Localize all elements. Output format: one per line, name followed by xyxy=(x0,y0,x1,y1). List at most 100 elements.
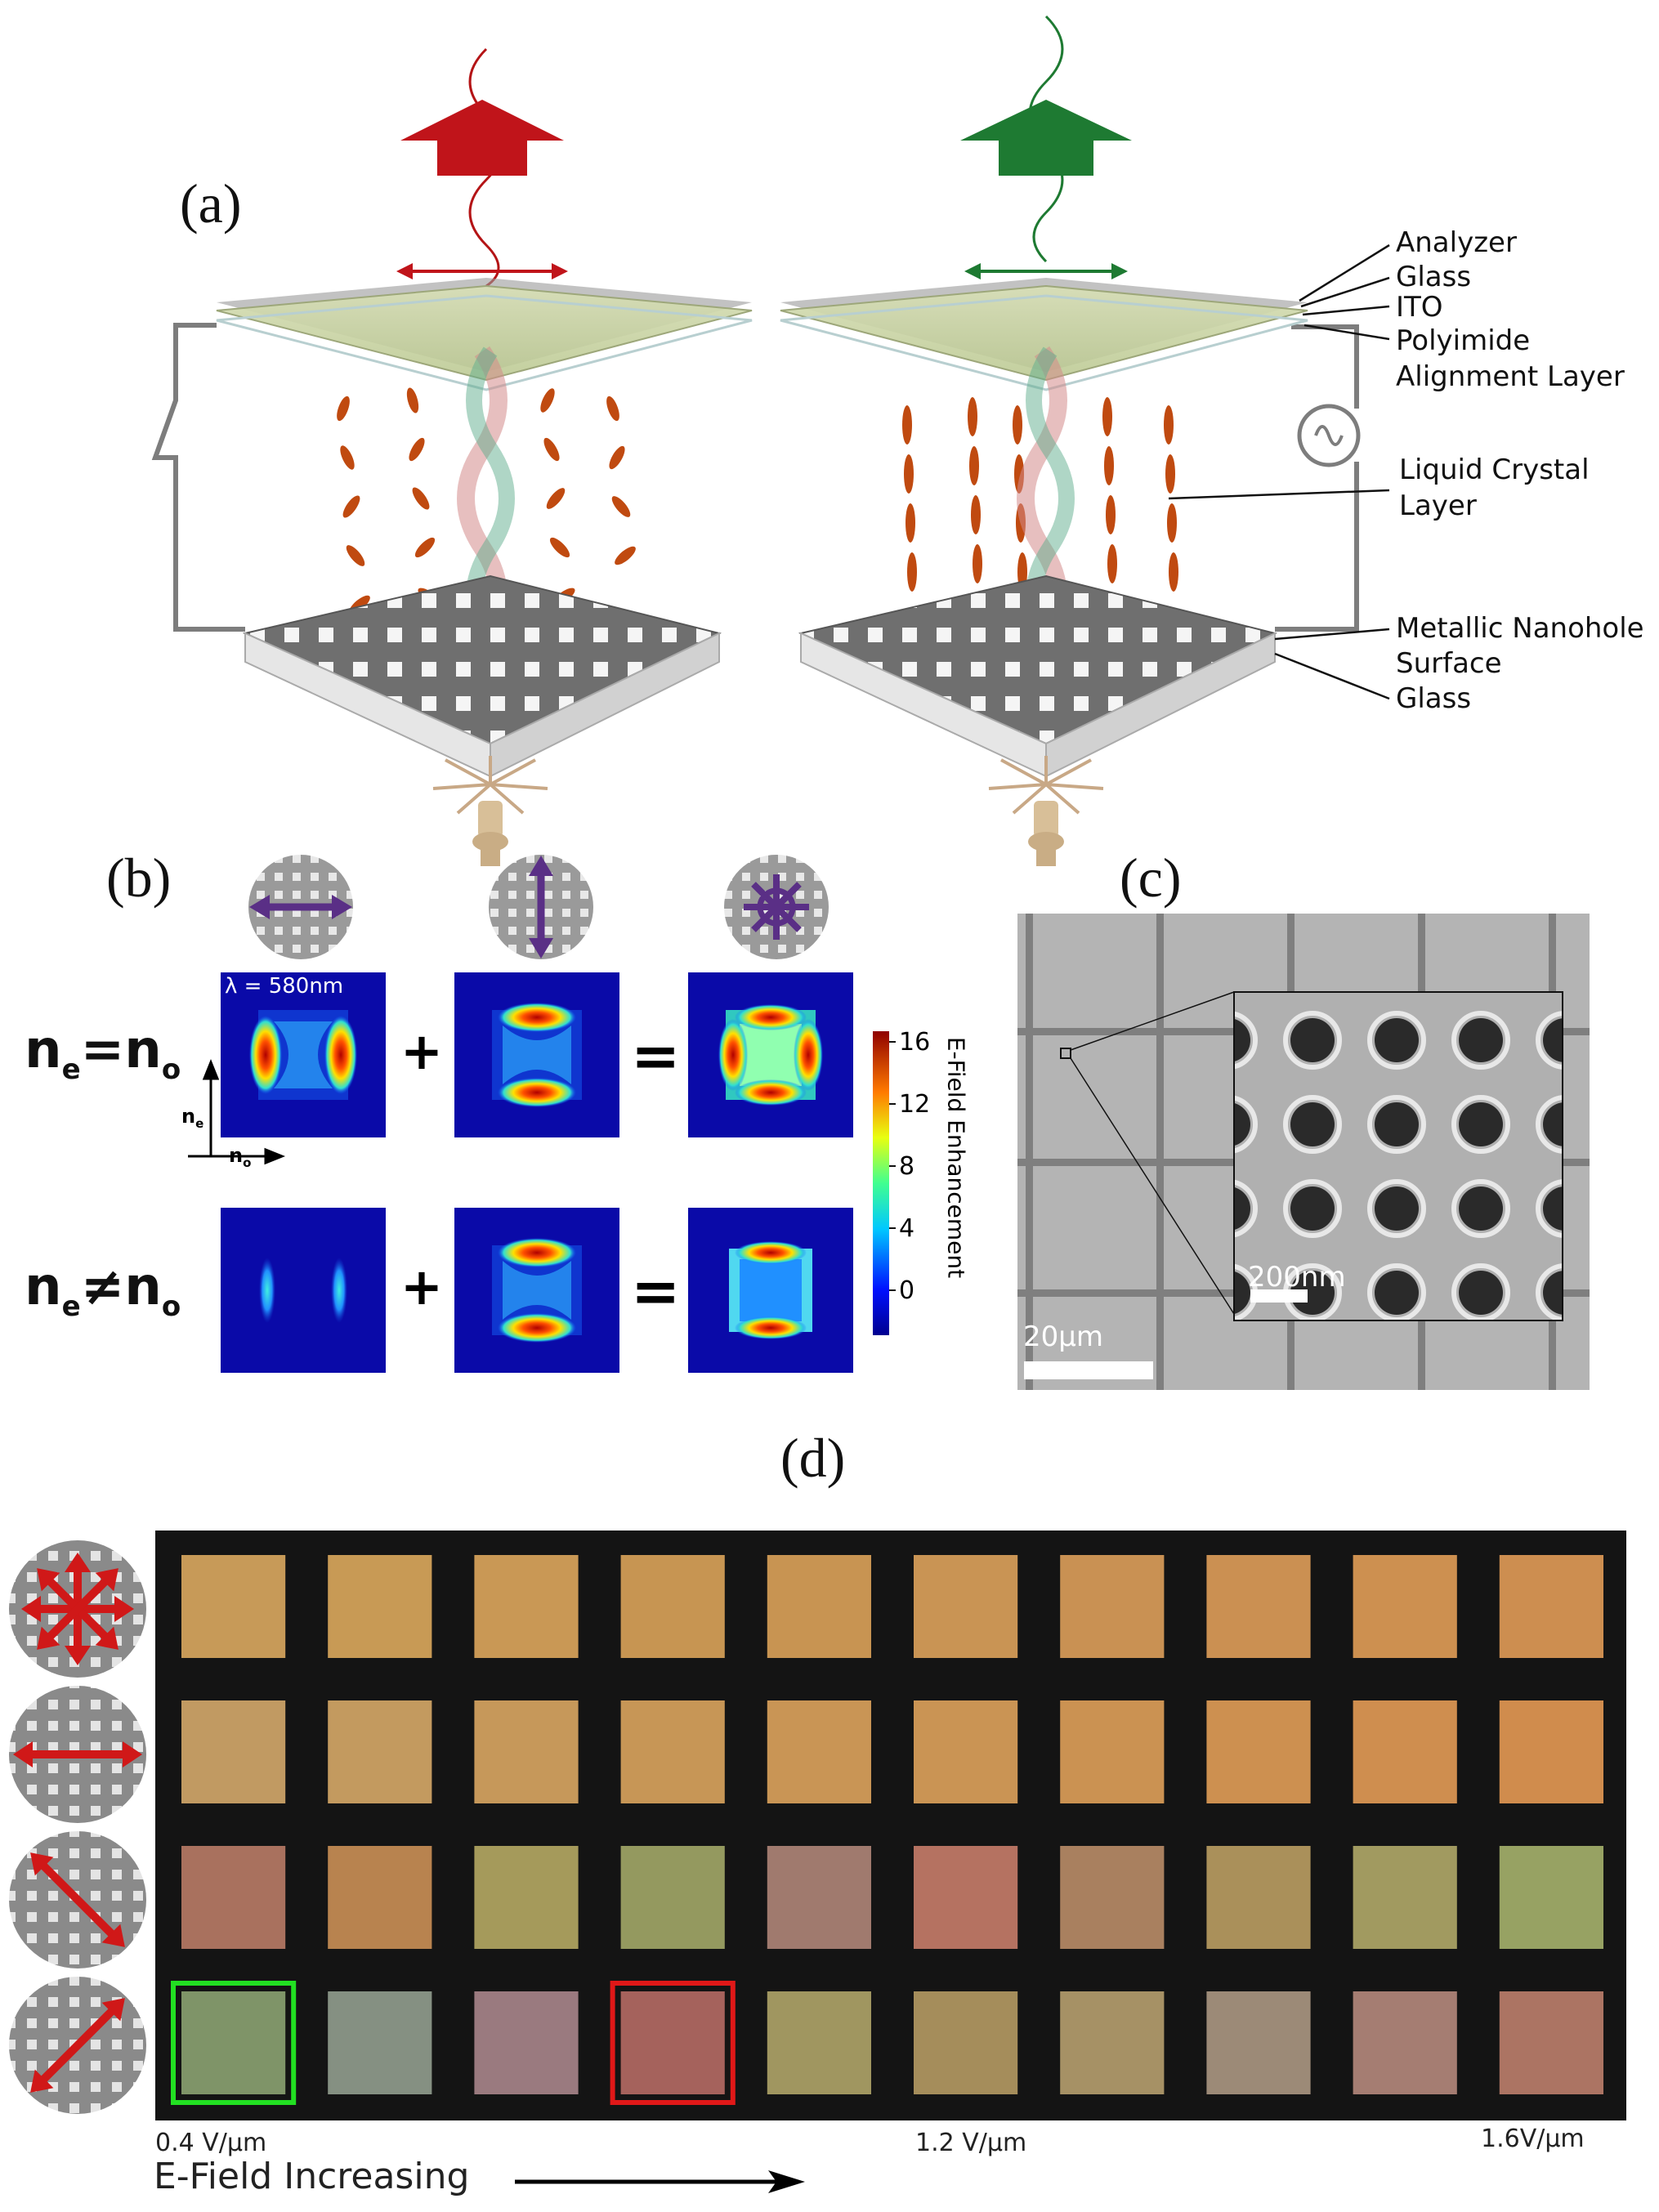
panel-d xyxy=(0,1524,1659,2129)
color-tile xyxy=(1353,1991,1457,2094)
row1-n2: n xyxy=(124,1020,162,1080)
color-tile xyxy=(914,1846,1018,1949)
map-r2-vertical xyxy=(454,1208,619,1373)
voltage-label-mid: 1.2 V/μm xyxy=(915,2129,1027,2157)
layer-leader-lines xyxy=(1168,244,1390,700)
e-field-arrow-icon xyxy=(515,2170,805,2193)
row2-n2: n xyxy=(124,1257,162,1317)
color-tile xyxy=(1060,1555,1165,1658)
color-tile xyxy=(620,1555,725,1658)
color-tile xyxy=(1060,1991,1165,2094)
color-tile xyxy=(620,1846,725,1949)
color-tile xyxy=(767,1555,871,1658)
map-r1-vertical xyxy=(454,972,619,1137)
pol-icon-vertical xyxy=(489,855,593,959)
polarization-icon xyxy=(9,1540,146,1678)
panel-label-c: (c) xyxy=(1120,847,1182,909)
panel-d-tiles xyxy=(9,1531,1626,2120)
equals-row2: = xyxy=(631,1257,681,1325)
color-tile xyxy=(328,1991,432,2094)
equals-row1: = xyxy=(631,1021,681,1090)
label-ito: ITO xyxy=(1396,291,1443,324)
color-tile xyxy=(767,1846,871,1949)
color-tile xyxy=(620,1700,725,1803)
panel-label-a: (a) xyxy=(180,172,242,235)
label-analyzer: Analyzer xyxy=(1396,226,1517,259)
color-tile xyxy=(1353,1555,1457,1658)
color-tile xyxy=(474,1555,579,1658)
colorbar-tick-16: 16 xyxy=(899,1028,931,1057)
color-tile xyxy=(328,1846,432,1949)
colorbar xyxy=(873,1031,889,1335)
tile-highlight xyxy=(171,1981,297,2105)
color-tile xyxy=(1499,1555,1603,1658)
scale-main-text: 20μm xyxy=(1023,1320,1104,1353)
row1-equals: = xyxy=(80,1020,125,1080)
axis-ne-sub: e xyxy=(195,1115,204,1131)
left-wave xyxy=(468,47,504,288)
ne-no-axes xyxy=(188,1058,286,1165)
axis-ne: ne xyxy=(181,1105,203,1131)
label-lc-layer: Layer xyxy=(1399,489,1477,522)
color-tile xyxy=(767,1700,871,1803)
label-surface: Surface xyxy=(1396,647,1502,680)
sem-inset xyxy=(1233,991,1563,1321)
row1-e-sub: e xyxy=(61,1052,81,1086)
label-alignment-layer: Alignment Layer xyxy=(1396,360,1625,393)
label-polyimide: Polyimide xyxy=(1396,324,1531,357)
colorbar-title: E-Field Enhancement xyxy=(942,1036,970,1279)
polarization-icon xyxy=(9,1831,146,1968)
label-glass-top: Glass xyxy=(1396,261,1472,293)
left-output-arrow xyxy=(400,100,564,176)
colorbar-tick-0: 0 xyxy=(899,1276,915,1305)
tile-highlight xyxy=(610,1981,736,2105)
left-circuit-wire xyxy=(151,323,245,632)
color-tile xyxy=(1206,1846,1311,1949)
sem-grid xyxy=(1017,914,1590,1390)
row2-n: n xyxy=(25,1257,62,1317)
axis-no-sub: o xyxy=(243,1155,252,1170)
color-tile xyxy=(1060,1846,1165,1949)
color-tile xyxy=(1060,1700,1165,1803)
pol-icon-all xyxy=(724,855,829,959)
row1-n: n xyxy=(25,1020,62,1080)
color-tile xyxy=(1499,1991,1603,2094)
scale-inset-text: 200nm xyxy=(1248,1261,1346,1294)
color-tile xyxy=(1206,1991,1311,2094)
label-liquid-crystal: Liquid Crystal xyxy=(1399,454,1590,486)
right-device xyxy=(780,15,1361,866)
colorbar-ticks xyxy=(889,1041,896,1291)
map-r1-sum xyxy=(688,972,853,1137)
left-device xyxy=(151,47,753,866)
label-metallic-nanohole: Metallic Nanohole xyxy=(1396,612,1644,645)
panel-label-d: (d) xyxy=(780,1427,846,1489)
row1-o-sub: o xyxy=(161,1052,181,1086)
panel-b-field-maps xyxy=(188,855,896,1373)
color-tile xyxy=(1353,1700,1457,1803)
scale-bar-inset xyxy=(1250,1289,1308,1303)
color-tile xyxy=(328,1555,432,1658)
panel-a-schematic xyxy=(151,15,1390,866)
voltage-label-start: 0.4 V/μm xyxy=(155,2129,267,2157)
color-tile xyxy=(1206,1555,1311,1658)
axis-no: no xyxy=(229,1144,251,1170)
color-tile xyxy=(181,1555,286,1658)
colorbar-tick-4: 4 xyxy=(899,1214,915,1243)
scale-bar-main xyxy=(1024,1361,1153,1379)
color-tile xyxy=(1353,1846,1457,1949)
voltage-label-end: 1.6V/μm xyxy=(1481,2125,1585,2153)
color-tile xyxy=(914,1555,1018,1658)
color-tile xyxy=(1499,1846,1603,1949)
axis-no-n: n xyxy=(229,1144,244,1167)
axis-ne-n: n xyxy=(181,1105,196,1128)
ne-notequal-no-label: ne≠no xyxy=(25,1257,181,1323)
row2-o-sub: o xyxy=(161,1289,181,1323)
e-field-axis-label: E-Field Increasing xyxy=(154,2156,470,2197)
ne-equals-no-label: ne=no xyxy=(25,1020,181,1086)
color-tile xyxy=(767,1991,871,2094)
color-tile xyxy=(914,1991,1018,2094)
color-tile xyxy=(328,1700,432,1803)
sem-image xyxy=(1017,914,1590,1390)
color-tile xyxy=(181,1846,286,1949)
color-tile xyxy=(181,1991,286,2094)
